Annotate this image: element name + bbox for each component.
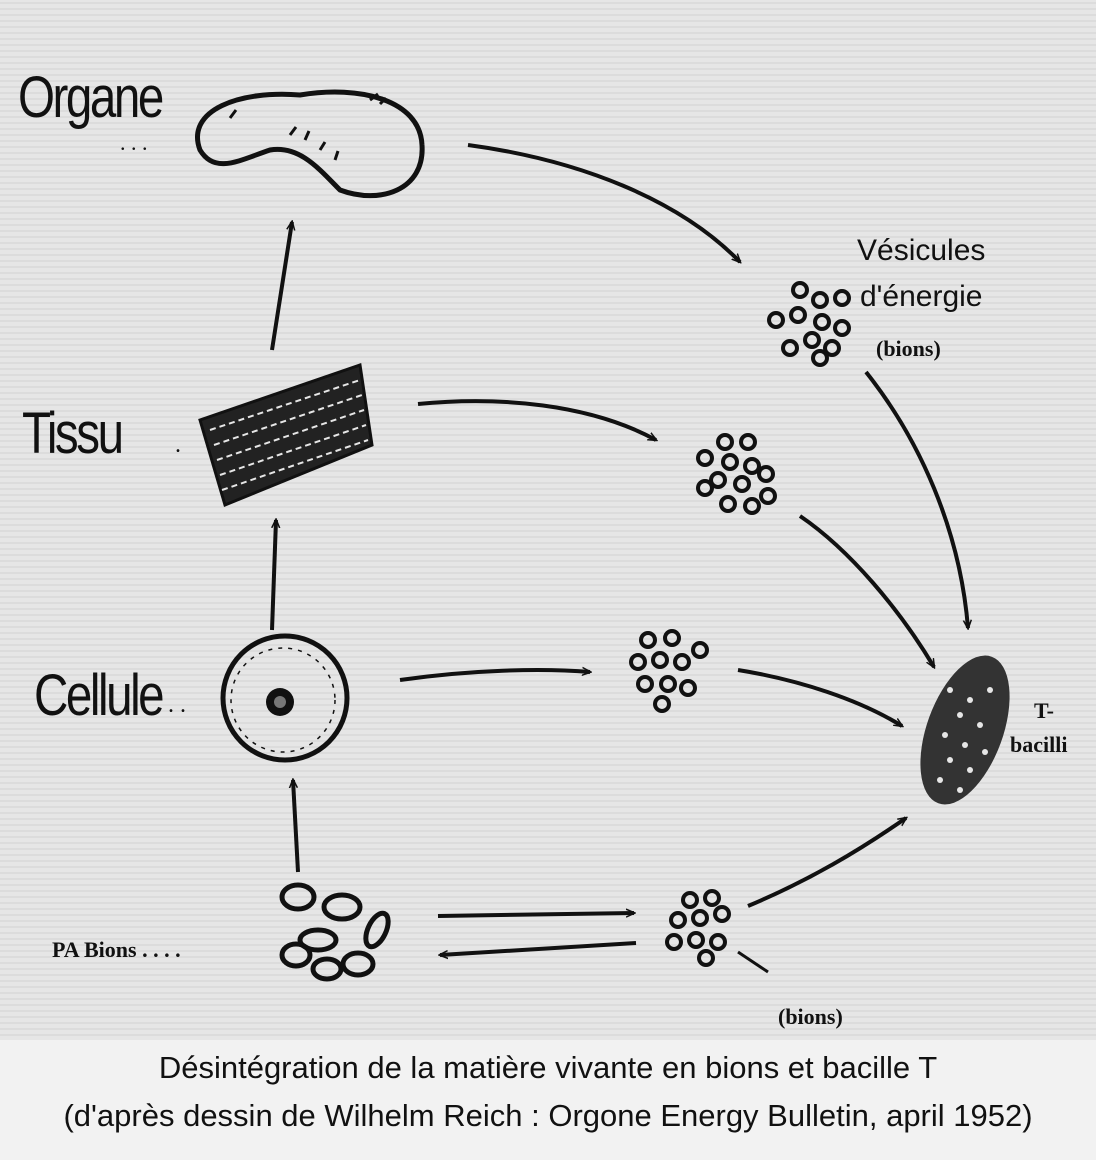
- vesicle-cluster-cell: [629, 629, 709, 713]
- pa-bions-cluster: [279, 882, 391, 982]
- label-bions-upper: (bions): [876, 336, 941, 361]
- tissue-drawing: .: [175, 362, 374, 508]
- organ-dots: . . .: [120, 130, 148, 155]
- arrow-top-vesicles-to-bacilli: [864, 370, 968, 628]
- vesicle-cluster-top: [767, 281, 851, 367]
- arrows: [270, 143, 968, 955]
- tissue-dot: .: [175, 432, 181, 458]
- caption-line-1: Désintégration de la matière vivante en …: [158, 1050, 938, 1085]
- arrow-cell-vesicles-to-bacilli: [737, 668, 902, 728]
- caption-line-2: (d'après dessin de Wilhelm Reich : Orgon…: [63, 1098, 1033, 1133]
- caption-background: [0, 1040, 1096, 1160]
- arrow-pabions-to-cell: [293, 780, 300, 873]
- arrow-organ-to-vesicles: [467, 143, 740, 262]
- arrow-pabions-to-vesicles: [437, 913, 634, 918]
- arrow-tissue-to-vesicles: [417, 399, 656, 442]
- arrow-cell-to-tissue: [270, 520, 276, 631]
- cell-dots: . .: [168, 692, 186, 718]
- vesicle-cluster-bottom: [665, 889, 731, 967]
- bottom-vesicles-pointer: [737, 950, 769, 974]
- cell-drawing: . .: [168, 633, 350, 763]
- arrow-bottom-vesicles-to-bacilli: [747, 816, 906, 908]
- label-pa-bions: PA Bions . . . .: [52, 937, 181, 962]
- label-t-bacilli-1: T-: [1034, 698, 1054, 723]
- label-pa-bions-text: PA Bions: [52, 937, 137, 962]
- label-energy-vesicles-2: d'énergie: [860, 280, 983, 313]
- label-bions-lower: (bions): [778, 1004, 843, 1029]
- organ-drawing: . . .: [120, 89, 425, 199]
- label-tissue: Tissu: [22, 401, 124, 466]
- vesicle-cluster-tissue: [696, 433, 777, 515]
- arrow-cell-to-vesicles: [399, 670, 590, 682]
- label-organ: Organe: [18, 65, 164, 130]
- t-bacilli-cluster: [920, 655, 1010, 805]
- label-cell: Cellule: [34, 663, 165, 728]
- arrow-tissue-to-organ: [270, 222, 292, 351]
- label-t-bacilli-2: bacilli: [1010, 732, 1068, 757]
- arrow-vesicles-to-pabions: [440, 941, 637, 955]
- label-energy-vesicles-1: Vésicules: [857, 234, 986, 267]
- arrow-tissue-vesicles-to-bacilli: [798, 514, 936, 667]
